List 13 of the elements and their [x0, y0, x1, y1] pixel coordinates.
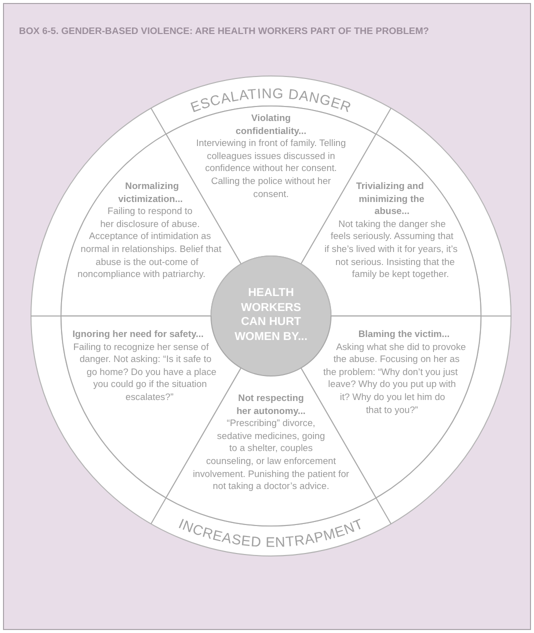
- segment-text: Asking what she did to provoke the abuse. Focusing on her as the problem: “Why don’t you just leave? Why do you put up with it? Why do you let him do that to you?”: [323, 340, 466, 415]
- segment-heading: Violating confidentiality...: [236, 112, 306, 136]
- segment-heading: Trivializing and minimizing the abuse...: [356, 180, 424, 216]
- segment-text: Failing to respond to her disclosure of abuse. Acceptance of intimidation as normal in relationships. Belief that abuse is the out-come of noncompliance with patriarchy.: [77, 205, 222, 280]
- segment-text: Not taking the danger she feels seriously. Assuming that if she’s lived with it for years, it’s not serious. Insisting that the family be kept together.: [324, 218, 458, 280]
- segment-heading: Blaming the victim...: [358, 328, 450, 339]
- segment-heading: Ignoring her need for safety...: [72, 328, 204, 339]
- box-title: BOX 6-5. GENDER-BASED VIOLENCE: ARE HEALTH WORKERS PART OF THE PROBLEM?: [19, 26, 429, 37]
- segment-text: “Prescribing” divorce, sedative medicines, going to a shelter, couples counseling, or law enforcement involvement. Punishing the patient for not taking a doctor’s advice.: [192, 417, 350, 492]
- segment-heading: Not respecting her autonomy...: [236, 392, 306, 416]
- segment-text: Interviewing in front of family. Telling colleagues issues discussed in confidence without her consent. Calling the police without her consent.: [196, 137, 346, 199]
- segment-text: Failing to recognize her sense of danger. Not asking: “Is it safe to go home? Do you have a place you could go if the situation escalates?”: [73, 340, 216, 402]
- segment-heading: Normalizing victimization...: [118, 180, 183, 204]
